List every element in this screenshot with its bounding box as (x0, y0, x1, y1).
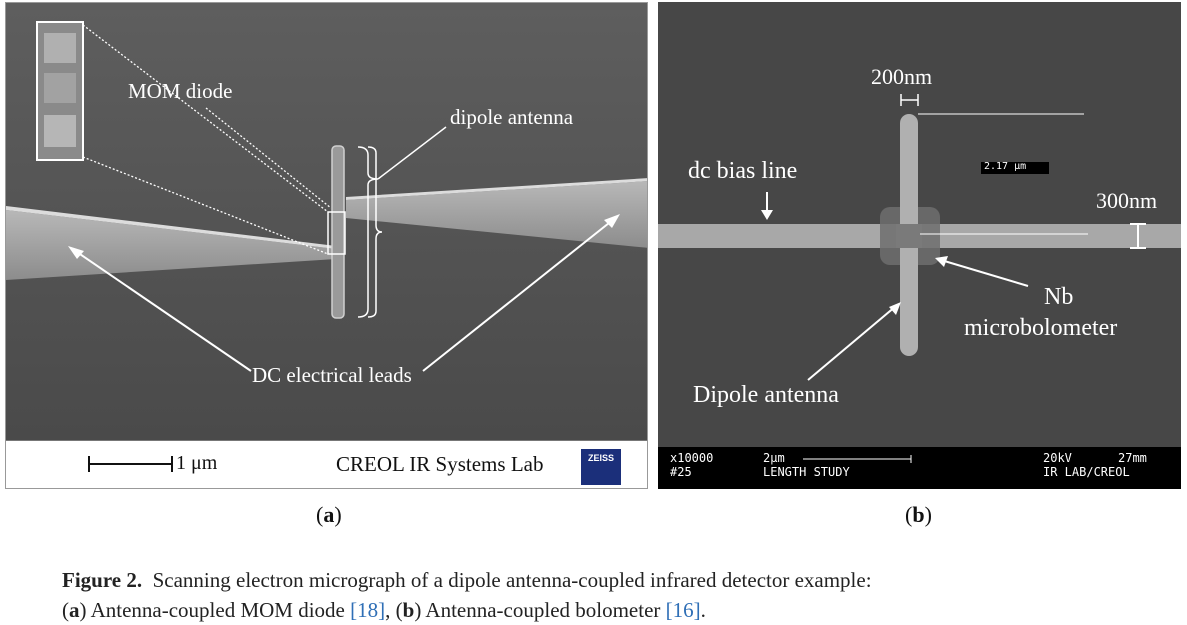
inset-grain-3 (44, 115, 76, 147)
lab-name: CREOL IR Systems Lab (336, 452, 544, 476)
sample-id: #25 (670, 465, 692, 479)
dc-leads-label: DC electrical leads (252, 363, 412, 387)
panel-label-a: (a) (316, 502, 342, 527)
dipole-arrow-head (889, 302, 901, 315)
figure-caption: Figure 2. Scanning electron micrograph o… (62, 568, 872, 622)
dipole-antenna-pointer (377, 126, 447, 180)
working-distance: 27mm (1118, 451, 1147, 465)
sem-image-a (6, 3, 647, 440)
inset-grain-2 (44, 73, 76, 103)
caption-b-label: b (402, 598, 415, 622)
mom-diode-pointer (205, 107, 332, 209)
mom-diode-label: MOM diode (128, 79, 233, 103)
databar-scale: 2μm (763, 451, 785, 465)
dc-lead-right (346, 181, 647, 248)
info-strip-a: 1 μm CREOL IR Systems Lab ZEISS (6, 440, 647, 488)
caption-label: Figure 2. (62, 568, 143, 592)
caption-a-text: Antenna-coupled MOM diode (90, 598, 345, 622)
width-300-label: 300nm (1096, 188, 1158, 213)
dc-lead-arrow-left (73, 249, 252, 372)
dc-lead-arrow-right (422, 218, 615, 372)
antenna-bracket-upper (367, 146, 383, 318)
scale-bar-tick-right (171, 456, 173, 472)
scale-label: 1 μm (176, 452, 218, 474)
scale-bar (88, 463, 173, 465)
width-200-label: 200nm (871, 64, 933, 89)
dipole-antenna-label: dipole antenna (450, 105, 574, 129)
dc-lead-arrow-right-head (604, 214, 620, 228)
panel-b-micrograph: 200nm dc bias line 300nm 2.17 μm Nb micr… (658, 2, 1181, 489)
panel-label-b: (b) (905, 502, 932, 527)
dc-lead-left-edge (6, 206, 336, 249)
nb-microbolometer-shape (896, 224, 922, 248)
microbolometer-label: microbolometer (964, 315, 1118, 341)
dc-lead-arrow-left-head (68, 246, 84, 259)
mom-diode-box (327, 211, 346, 255)
caption-b-text: Antenna-coupled bolometer (425, 598, 661, 622)
databar-scale-bar (803, 455, 912, 463)
inset-connector-top (82, 24, 329, 213)
inset-grain-1 (44, 33, 76, 63)
dc-lead-left (6, 210, 336, 280)
study-name: LENGTH STUDY (763, 465, 850, 479)
panel-a-micrograph: MOM diode dipole antenna DC electrical l… (5, 2, 648, 489)
sem-databar: x10000 #25 2μm LENGTH STUDY 20kV 27mm IR… (658, 447, 1181, 489)
dipole-arrow (807, 305, 897, 381)
caption-a-ref[interactable]: [18] (350, 598, 386, 622)
dipole-antenna-shape (331, 145, 345, 319)
caption-text: Scanning electron micrograph of a dipole… (152, 568, 872, 592)
nb-arrow-head (935, 256, 948, 267)
dipole-antenna-label-b: Dipole antenna (693, 382, 839, 408)
dc-bias-line-label: dc bias line (688, 158, 798, 184)
dc-bias-arrow-head (761, 210, 773, 220)
measure-label: 2.17 μm (984, 161, 1027, 172)
nb-arrow (940, 259, 1029, 287)
caption-a-label: a (69, 598, 80, 622)
zeiss-logo: ZEISS (581, 449, 621, 485)
sem-image-b (658, 2, 1181, 447)
caption-b-ref[interactable]: [16] (665, 598, 701, 622)
databar-lab: IR LAB/CREOL (1043, 465, 1130, 479)
nb-label: Nb (1044, 284, 1074, 310)
measure-box (981, 162, 1049, 174)
dc-lead-right-edge (346, 178, 647, 200)
accel-voltage: 20kV (1043, 451, 1072, 465)
magnification: x10000 (670, 451, 714, 465)
scale-bar-tick-left (88, 456, 90, 472)
